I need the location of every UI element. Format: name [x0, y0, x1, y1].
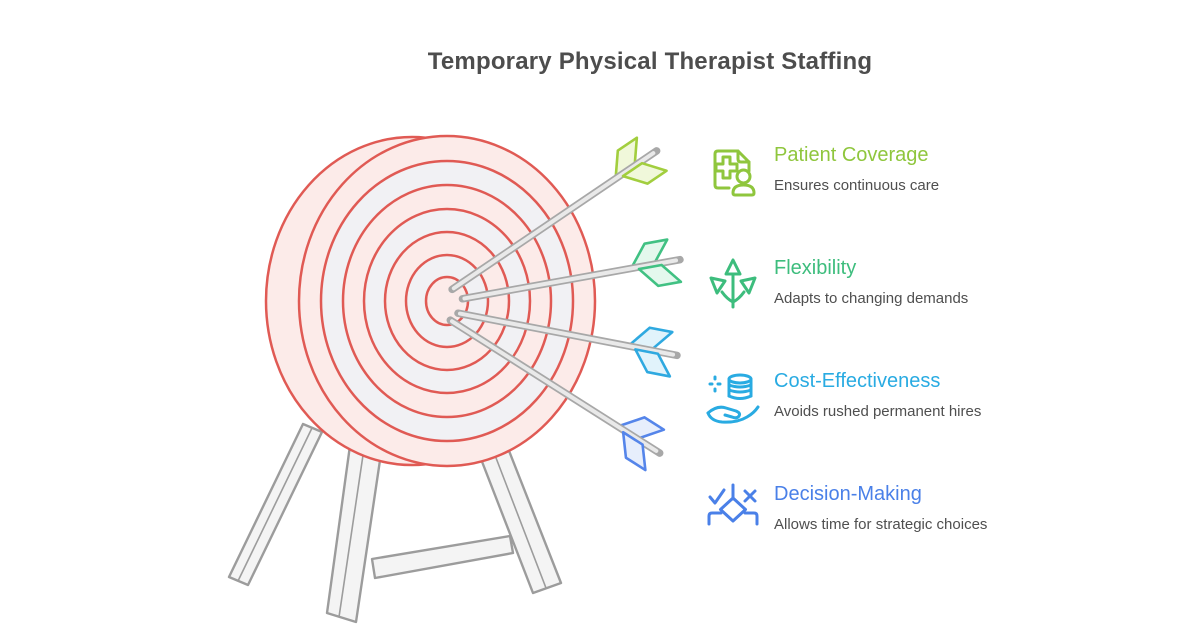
feature-title: Flexibility: [774, 257, 857, 279]
page-title: Temporary Physical Therapist Staffing: [427, 48, 873, 75]
feature-subtitle: Ensures continuous care: [774, 177, 940, 194]
feature-subtitle: Allows time for strategic choices: [774, 516, 988, 533]
arrow-patient-coverage: [448, 136, 668, 294]
feature-item-flexibility: Flexibility Adapts to changing demands: [702, 251, 968, 313]
stand-crossbar: [370, 534, 515, 580]
feature-item-patient-coverage: Patient Coverage Ensures continuous care: [702, 138, 939, 200]
feature-title: Decision-Making: [774, 483, 922, 505]
arrow-decision-making: [446, 316, 666, 472]
feature-title: Patient Coverage: [774, 144, 929, 166]
feature-subtitle: Adapts to changing demands: [774, 290, 969, 307]
feature-title: Cost-Effectiveness: [774, 370, 941, 392]
arrow-cost-effectiveness: [454, 309, 681, 378]
target-stand: [227, 422, 563, 624]
feature-item-decision-making: Decision-Making Allows time for strategi…: [702, 477, 987, 539]
branching-arrows-icon: [702, 251, 764, 313]
decision-diamond-icon: [702, 477, 764, 539]
target-illustration: [227, 134, 684, 624]
target-board: [264, 134, 597, 468]
medical-document-person-icon: [702, 138, 764, 200]
feature-subtitle: Avoids rushed permanent hires: [774, 403, 982, 420]
arrow-flexibility: [458, 238, 684, 303]
feature-item-cost-effectiveness: Cost-Effectiveness Avoids rushed permane…: [702, 364, 981, 426]
hand-coins-icon: [702, 364, 764, 426]
